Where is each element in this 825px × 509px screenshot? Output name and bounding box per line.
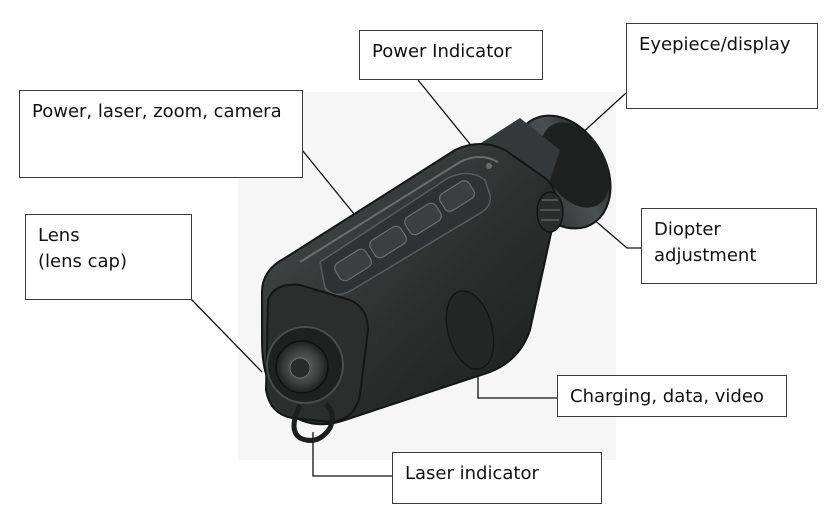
label-diopter-adjustment: Diopter adjustment [641, 208, 817, 284]
label-lens: Lens (lens cap) [25, 214, 192, 300]
leader-laser [312, 432, 392, 477]
eyepiece-rim [540, 122, 610, 208]
button-laser[interactable] [367, 224, 408, 260]
leader-lens [189, 297, 263, 373]
power-indicator-led [486, 163, 492, 169]
button-strip [319, 172, 492, 296]
diopter-knob-body [536, 191, 564, 233]
button-zoom[interactable] [402, 201, 443, 237]
side-port-cover [445, 290, 495, 370]
label-eyepiece-display: Eyepiece/display [626, 23, 818, 109]
lens-center [289, 357, 311, 379]
label-power-indicator: Power Indicator [359, 30, 543, 80]
body-highlight [299, 156, 499, 263]
thermal-monocular [261, 114, 612, 443]
lens-cap-tether [291, 402, 335, 443]
label-charging-data-video: Charging, data, video [557, 375, 787, 417]
label-laser-indicator: Laser indicator [392, 452, 602, 504]
leader-eyepiece [579, 92, 627, 136]
diopter-knob[interactable] [536, 191, 564, 233]
button-camera[interactable] [437, 179, 476, 214]
button-power[interactable] [332, 247, 373, 283]
label-buttons: Power, laser, zoom, camera [19, 90, 303, 178]
